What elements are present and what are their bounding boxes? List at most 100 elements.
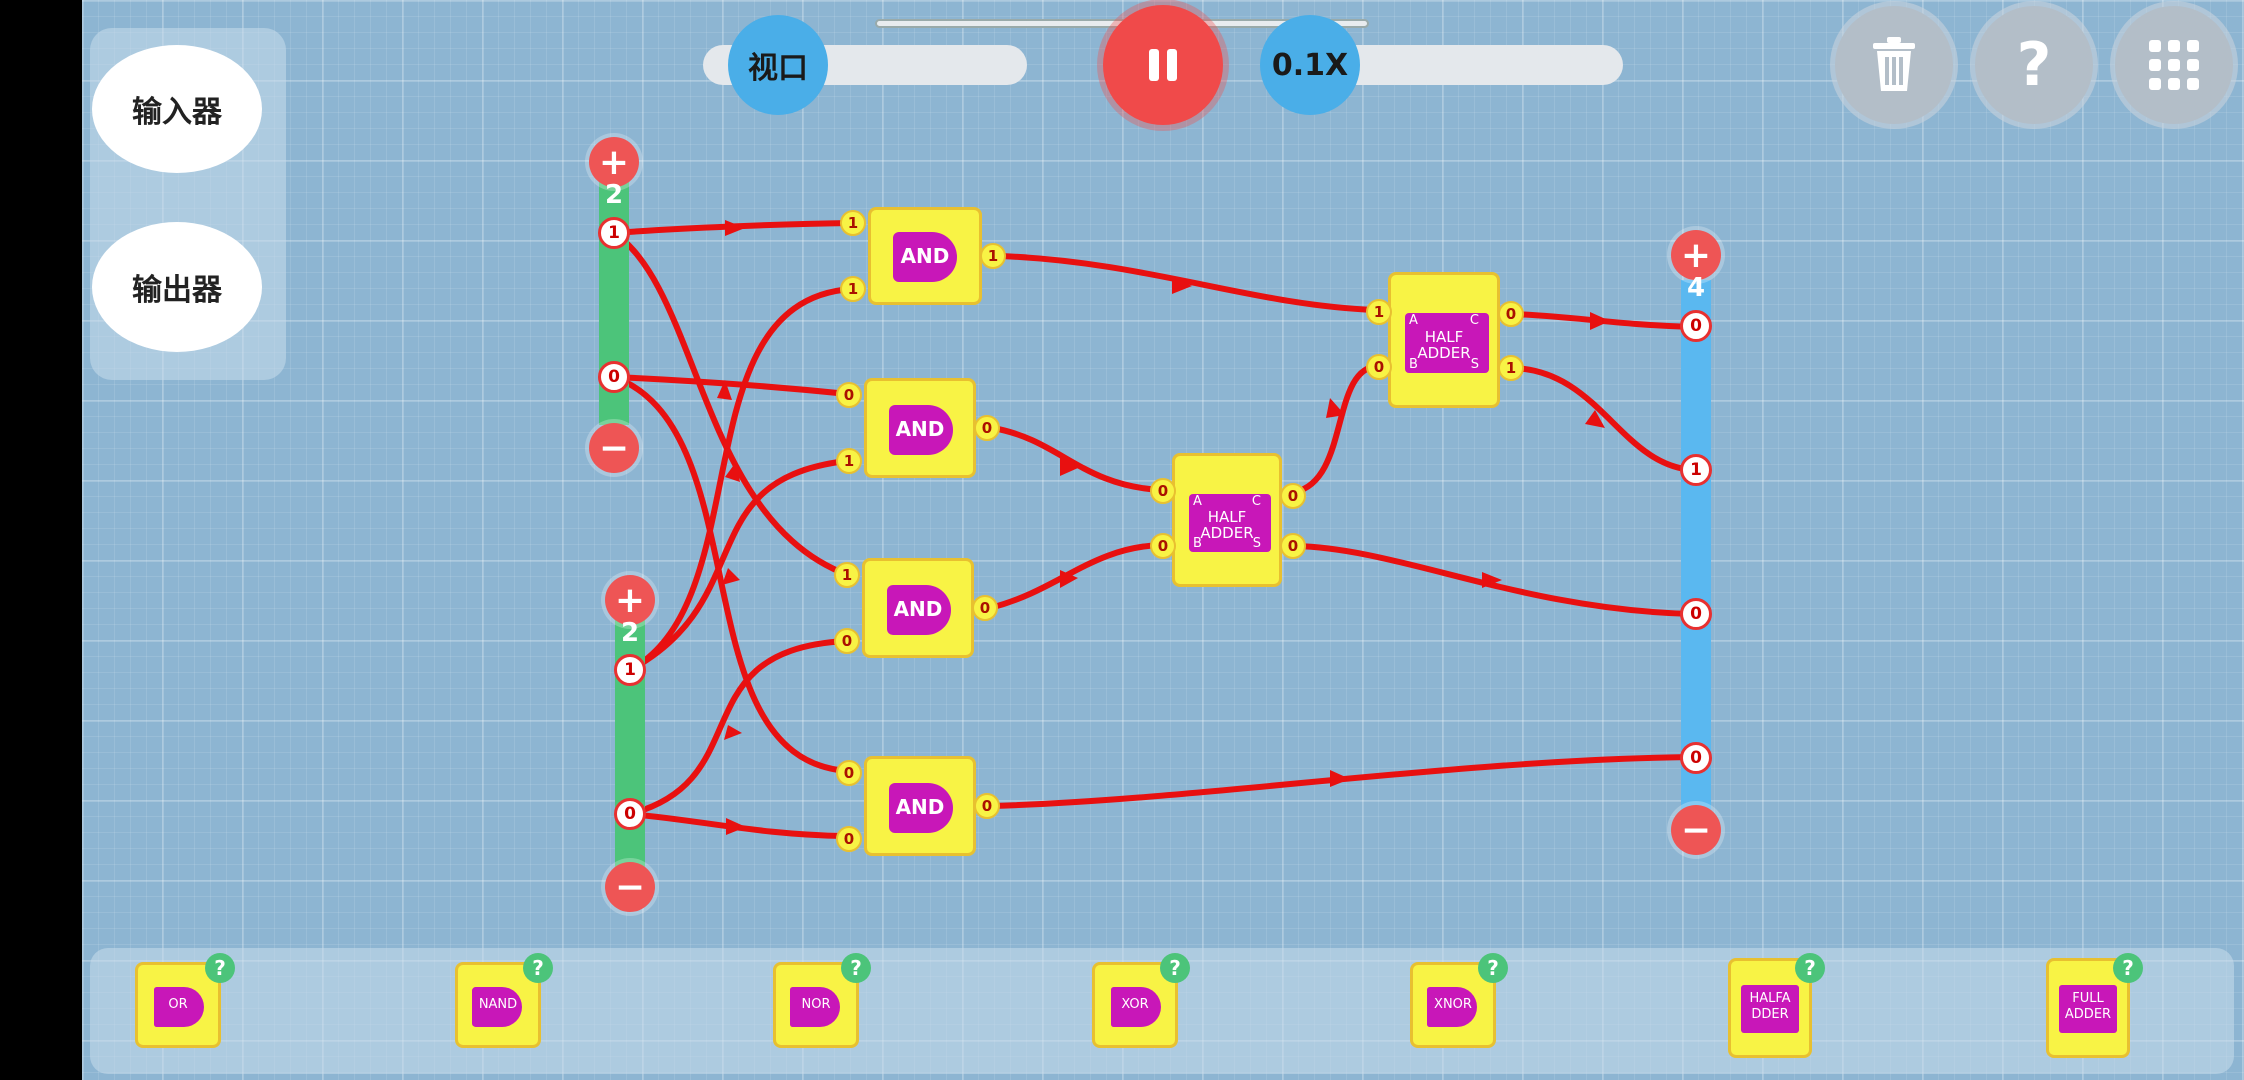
half-adder-s: S (1252, 536, 1261, 551)
tray-nor-help-button[interactable]: ? (841, 953, 871, 983)
tray-nand-gate[interactable]: NAND (455, 962, 545, 1052)
half-adder-1[interactable]: HALF ADDER A C B S (1172, 453, 1282, 587)
wire (611, 374, 851, 774)
and-gate-4-in2[interactable]: 0 (836, 826, 862, 852)
half-adder-symbol (1405, 313, 1489, 373)
half-adder-a: A (1193, 494, 1202, 509)
input-bus-2-minus-button[interactable]: − (605, 862, 655, 912)
half-adder-2-out-s[interactable]: 1 (1498, 355, 1524, 381)
speed-slider-knob[interactable]: 0.1X (1260, 15, 1360, 115)
tray-xor-gate[interactable]: XOR (1092, 962, 1182, 1052)
half-adder-line1: HALF (1207, 508, 1247, 526)
and-gate-1-in1[interactable]: 1 (840, 210, 866, 236)
tray-half-adder-help-button[interactable]: ? (1795, 953, 1825, 983)
half-adder-1-out-c[interactable]: 0 (1280, 483, 1306, 509)
input-bus-1-count: 2 (604, 180, 624, 210)
wire (987, 542, 1163, 611)
half-adder-2[interactable]: HALF ADDER A C B S (1388, 272, 1500, 408)
and-gate-3-in2[interactable]: 0 (834, 628, 860, 654)
and-gate-1-in2[interactable]: 1 (840, 276, 866, 302)
and-gate-label: AND (895, 795, 945, 819)
tray-nand-label: NAND (478, 997, 518, 1012)
half-adder-c: C (1251, 494, 1261, 509)
half-adder-tray-symbol (1741, 985, 1799, 1033)
help-button[interactable]: ? (1975, 6, 2093, 124)
and-gate-symbol (887, 585, 951, 635)
and-gate-symbol (889, 783, 953, 833)
and-gate-label: AND (893, 597, 943, 621)
grid-menu-icon (2149, 40, 2199, 90)
input-device-button[interactable]: 输入器 (92, 45, 262, 173)
and-gate-4[interactable]: AND (864, 756, 976, 856)
output-bus-minus-button[interactable]: − (1671, 805, 1721, 855)
and-gate-2-in1[interactable]: 0 (836, 382, 862, 408)
half-adder-c: C (1469, 313, 1479, 328)
and-gate-3-out[interactable]: 0 (972, 595, 998, 621)
and-gate-4-out[interactable]: 0 (974, 793, 1000, 819)
and-gate-symbol (893, 232, 957, 282)
tray-full-adder[interactable]: FULL ADDER (2046, 958, 2136, 1058)
and-gate-3[interactable]: AND (862, 558, 974, 658)
wire (627, 286, 855, 673)
tray-full-adder-help-button[interactable]: ? (2113, 953, 2143, 983)
full-adder-tray-symbol (2059, 985, 2117, 1033)
half-adder-2-in-b[interactable]: 0 (1366, 354, 1392, 380)
half-adder-1-in-b[interactable]: 0 (1150, 533, 1176, 559)
half-adder-s: S (1470, 357, 1479, 372)
tray-xor-help-button[interactable]: ? (1160, 953, 1190, 983)
output-bus-plus-button[interactable]: + (1671, 230, 1721, 280)
and-gate-4-in1[interactable]: 0 (836, 760, 862, 786)
trash-icon (1873, 37, 1915, 91)
and-gate-2[interactable]: AND (864, 378, 976, 478)
input-bus-1-bit-1[interactable]: 1 (598, 217, 630, 249)
half-adder-a: A (1409, 313, 1418, 328)
wire (611, 374, 851, 397)
wire (611, 230, 851, 578)
and-gate-1-out[interactable]: 1 (980, 243, 1006, 269)
wire (627, 638, 849, 817)
output-bus-bit-3[interactable]: 0 (1680, 598, 1712, 630)
output-bus-bit-2[interactable]: 1 (1680, 454, 1712, 486)
tray-nand-help-button[interactable]: ? (523, 953, 553, 983)
output-bus-bit-1[interactable]: 0 (1680, 310, 1712, 342)
wire (1509, 365, 1696, 473)
input-bus-1-minus-button[interactable]: − (589, 423, 639, 473)
pause-button[interactable] (1103, 5, 1223, 125)
tray-full-adder-label: FULL ADDER (2064, 991, 2112, 1022)
half-adder-1-out-s[interactable]: 0 (1280, 533, 1306, 559)
half-adder-2-in-a[interactable]: 1 (1366, 299, 1392, 325)
xnor-gate-symbol (1427, 987, 1477, 1027)
and-gate-3-in1[interactable]: 1 (834, 562, 860, 588)
half-adder-1-in-a[interactable]: 0 (1150, 478, 1176, 504)
menu-button[interactable] (2115, 6, 2233, 124)
and-gate-2-out[interactable]: 0 (974, 415, 1000, 441)
and-gate-label: AND (900, 244, 950, 268)
tray-xor-label: XOR (1121, 997, 1149, 1012)
question-icon: ? (2016, 30, 2052, 100)
half-adder-line2: ADDER (1417, 344, 1471, 362)
tray-xnor-help-button[interactable]: ? (1478, 953, 1508, 983)
tray-or-help-button[interactable]: ? (205, 953, 235, 983)
output-bus-bit-4[interactable]: 0 (1680, 742, 1712, 774)
input-bus-2-bit-1[interactable]: 1 (614, 654, 646, 686)
and-gate-1[interactable]: AND (868, 207, 982, 305)
wire (627, 458, 849, 673)
xor-gate-symbol (1111, 987, 1161, 1027)
delete-button[interactable] (1835, 6, 1953, 124)
input-bus-1-bit-2[interactable]: 0 (598, 361, 630, 393)
half-adder-line1: HALF (1424, 328, 1464, 346)
wire (990, 425, 1163, 493)
half-adder-b: B (1193, 536, 1202, 551)
input-bus-2-plus-button[interactable]: + (605, 575, 655, 625)
wire (989, 754, 1696, 809)
input-bus-1-plus-button[interactable]: + (589, 137, 639, 187)
input-bus-2-bit-2[interactable]: 0 (614, 798, 646, 830)
half-adder-2-out-c[interactable]: 0 (1498, 301, 1524, 327)
output-bus[interactable] (1681, 280, 1711, 830)
output-device-button[interactable]: 输出器 (92, 222, 262, 352)
and-gate-2-in2[interactable]: 1 (836, 448, 862, 474)
pause-icon (1149, 49, 1177, 81)
view-slider-knob[interactable]: 视口 (728, 15, 828, 115)
tray-nor-gate[interactable]: NOR (773, 962, 863, 1052)
